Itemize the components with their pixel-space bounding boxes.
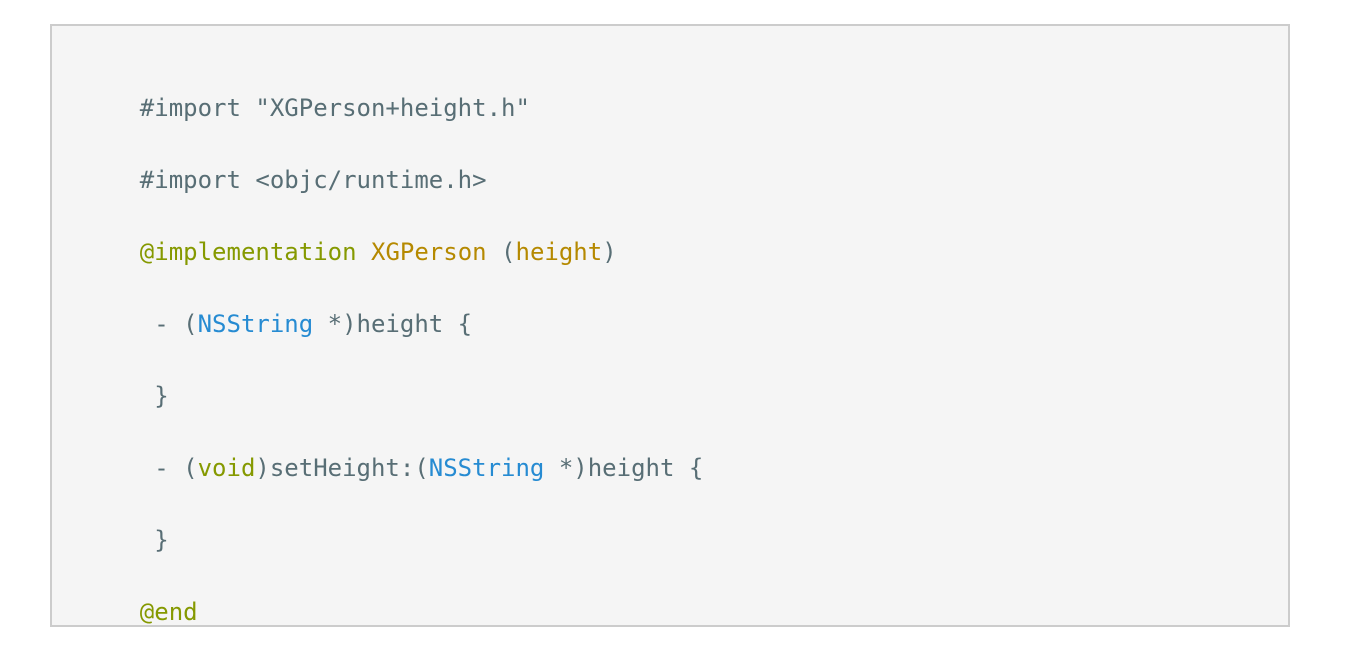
code-line-5: } xyxy=(82,345,168,410)
code-token: #import "XGPerson+height.h" xyxy=(139,94,530,122)
code-token: #import <objc/runtime.h> xyxy=(139,166,487,194)
code-token: } xyxy=(139,382,169,410)
code-token: - ( xyxy=(139,310,198,338)
code-line-2: #import <objc/runtime.h> xyxy=(82,129,487,194)
code-class-name: XGPerson xyxy=(371,238,487,266)
code-token: - ( xyxy=(139,454,198,482)
code-token: *)height { xyxy=(313,310,473,338)
code-block: #import "XGPerson+height.h" #import <obj… xyxy=(50,24,1290,627)
code-token: } xyxy=(139,526,169,554)
code-category-name: height xyxy=(515,238,603,266)
code-type: NSString xyxy=(197,310,314,338)
code-line-4: - (NSString *)height { xyxy=(82,273,472,338)
code-keyword: @implementation xyxy=(139,238,357,266)
code-line-3: @implementation XGPerson (height) xyxy=(82,201,617,266)
code-token: ( xyxy=(486,238,516,266)
code-line-6: - (void)setHeight:(NSString *)height { xyxy=(82,417,703,482)
code-token: ) xyxy=(602,238,617,266)
code-token: )setHeight:( xyxy=(255,454,429,482)
code-keyword: @end xyxy=(139,598,198,626)
code-line-8: @end xyxy=(82,561,198,626)
code-keyword: void xyxy=(197,454,256,482)
code-token: *)height { xyxy=(544,454,704,482)
code-token xyxy=(357,238,371,266)
code-line-7: } xyxy=(82,489,168,554)
code-type: NSString xyxy=(428,454,545,482)
code-line-1: #import "XGPerson+height.h" xyxy=(82,57,530,122)
